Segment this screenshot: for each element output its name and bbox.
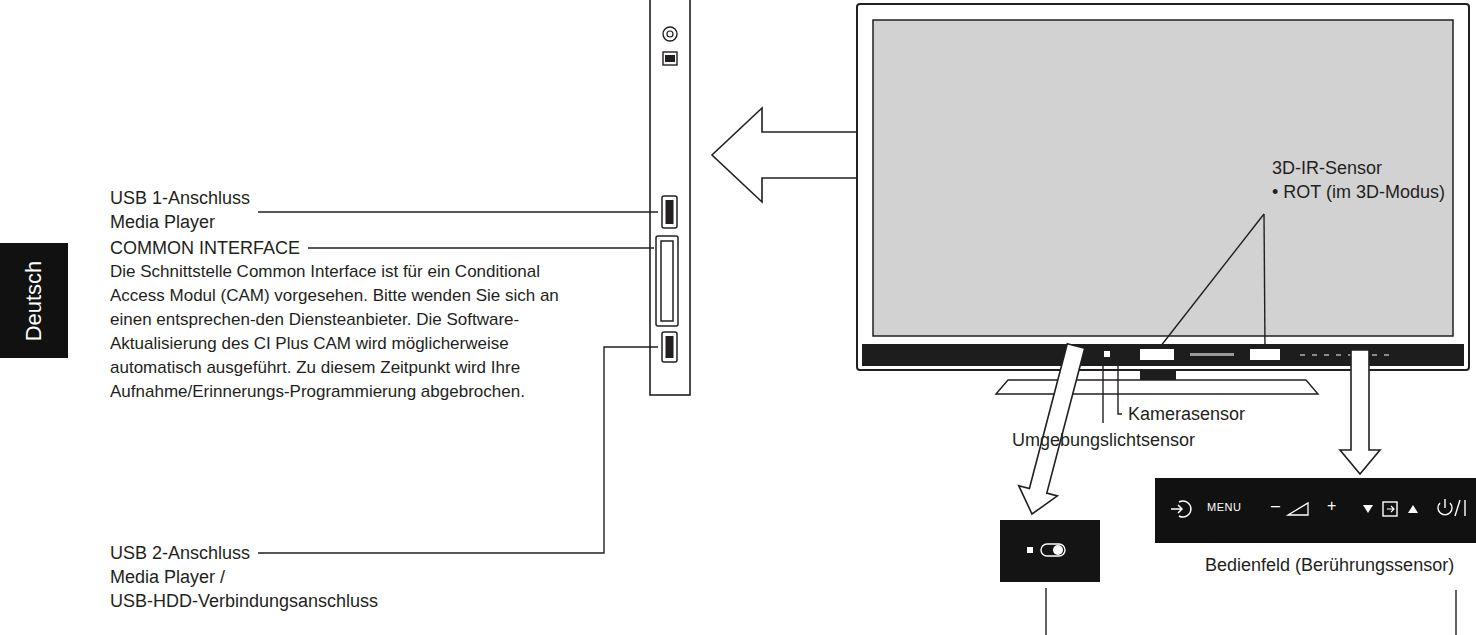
language-tab: Deutsch [0, 243, 68, 358]
tv-frame [857, 4, 1469, 370]
volume-icon [1288, 503, 1308, 515]
button-label: + [1327, 498, 1336, 514]
source-icon [1383, 502, 1397, 516]
part-label: Umgebungslichtsensor [1012, 428, 1195, 452]
part-label: USB 2-Anschluss [110, 541, 250, 565]
ci-slot-inner [661, 241, 673, 321]
leader-line [1160, 214, 1264, 347]
touch-key-mark [1324, 354, 1329, 356]
part-label: Media Player [110, 210, 215, 234]
pointer-arrow [712, 108, 860, 202]
sensor-window [1140, 349, 1174, 360]
up-icon [1408, 505, 1418, 513]
leader-line [1102, 359, 1103, 423]
tab-text: Deutsch [23, 260, 45, 341]
inset-arrow [1019, 344, 1085, 514]
inset-panel [1000, 520, 1100, 582]
down-icon [1363, 505, 1373, 513]
ci-slot [656, 236, 678, 326]
part-label: 3D-IR-Sensor [1272, 156, 1382, 180]
part-label: USB-HDD-Verbindungsanschluss [110, 589, 378, 613]
part-label: Bedienfeld (Berührungssensor) [1205, 553, 1454, 577]
leader-line [1455, 590, 1456, 635]
leader-line [258, 347, 658, 553]
touch-key-mark [1300, 354, 1305, 356]
tv-bottom-bezel [862, 344, 1464, 366]
touch-key-mark [1384, 354, 1389, 356]
leader-line [1118, 361, 1122, 414]
leader-line [1045, 588, 1046, 635]
stand-base [996, 380, 1318, 394]
optical-port-inner [665, 55, 675, 62]
logo-mark [1190, 353, 1234, 356]
led-icon [1027, 547, 1033, 553]
part-label: Kamerasensor [1128, 402, 1245, 426]
tv-screen [873, 20, 1453, 336]
input-icon [1171, 505, 1182, 513]
touch-key-mark [1336, 354, 1341, 356]
light-sensor-dot [1104, 351, 1110, 357]
control-panel: MENU – + [1155, 478, 1476, 543]
note-text: Die Schnittstelle Common Interface ist f… [110, 260, 582, 404]
part-label: COMMON INTERFACE [110, 236, 300, 260]
leader-line [258, 211, 658, 212]
part-label: USB 1-Anschluss [110, 186, 250, 210]
leader-line [1264, 214, 1265, 347]
leader-line [308, 247, 654, 248]
optical-port [663, 52, 677, 65]
headphone-jack [663, 27, 677, 41]
part-label: • ROT (im 3D-Modus) [1272, 180, 1445, 204]
source-icon [1387, 506, 1394, 512]
side-panel [650, 0, 690, 395]
switch-knob [1053, 545, 1063, 555]
inset-arrow [1340, 350, 1380, 474]
button-label: MENU [1207, 502, 1241, 513]
usb1-port-inner [666, 200, 674, 224]
usb1-port [662, 196, 677, 228]
touch-key-mark [1372, 354, 1377, 356]
usb2-port [662, 332, 677, 362]
button-label: – [1271, 498, 1280, 514]
headphone-jack-inner [667, 31, 673, 37]
sensor-window [1250, 349, 1280, 360]
touch-key-mark [1312, 354, 1317, 356]
switch-icon [1041, 544, 1065, 556]
panel-icons [1155, 478, 1476, 543]
part-label: Media Player / [110, 565, 225, 589]
usb2-port-inner [666, 336, 674, 358]
power-icon [1445, 499, 1465, 516]
